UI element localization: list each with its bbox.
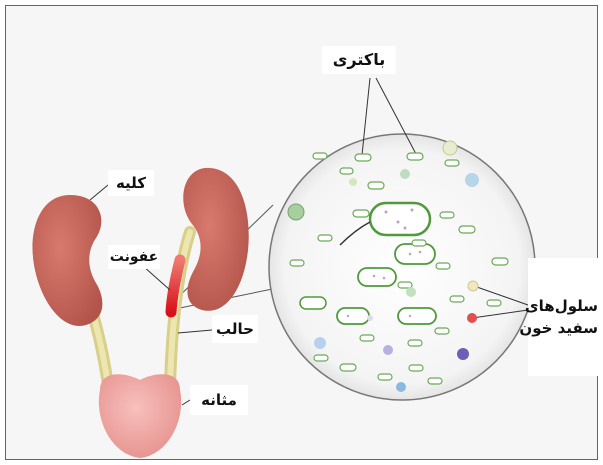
wbc-cell [367,315,373,321]
label-wbc-line2: سفید خون [528,317,598,339]
wbc-cell [314,337,326,349]
bacterium [358,268,396,286]
wbc-cell [288,204,304,220]
wbc-cell [396,382,406,392]
bacterium [337,308,369,324]
wbc-cell [468,281,478,291]
label-white-blood-cells: سلول‌های سفید خون [528,258,598,376]
wbc-cell [465,173,479,187]
label-bacteria: باکتری [322,46,396,74]
wbc-cell [457,348,469,360]
bladder [99,374,181,458]
wbc-cell [406,287,416,297]
left-kidney [33,195,103,326]
wbc-cell [443,141,457,155]
bacterium [300,297,326,309]
label-wbc-line1: سلول‌های [528,295,598,317]
label-infection: عفونت [108,245,160,269]
wbc-cell [349,178,357,186]
wbc-cell [383,345,393,355]
label-kidney: کلیه [108,170,154,196]
label-bladder: مثانه [190,385,248,415]
wbc-cell [467,313,477,323]
bacterium-large [370,203,430,235]
label-ureter: حالب [212,315,258,343]
bacterium [398,308,436,324]
bacterium [395,244,435,264]
wbc-cell [400,169,410,179]
